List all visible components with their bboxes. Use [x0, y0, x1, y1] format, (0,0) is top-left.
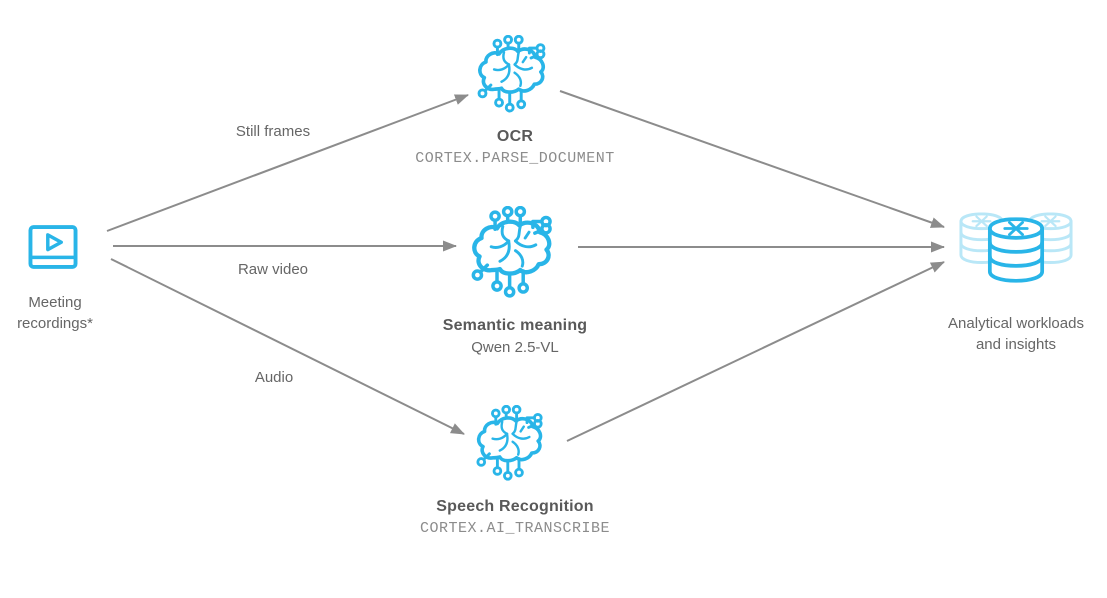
- edge-label-audio: Audio: [254, 369, 294, 386]
- processor-speech-title: Speech Recognition: [436, 498, 594, 515]
- video-player-icon: [28, 225, 78, 269]
- processor-ocr-title: OCR: [496, 128, 534, 145]
- snowflake-database-icon: [958, 206, 1074, 294]
- brain-circuit-icon: [465, 206, 562, 303]
- edge-label-still-frames: Still frames: [235, 123, 311, 140]
- processor-ocr-subtitle: CORTEX.PARSE_DOCUMENT: [415, 150, 615, 167]
- processor-semantic-label: Semantic meaning Qwen 2.5-VL: [365, 317, 665, 356]
- source-label: Meeting recordings*: [17, 294, 93, 332]
- processor-semantic-title: Semantic meaning: [442, 317, 588, 334]
- sink-label: Analytical workloads and insights: [948, 315, 1084, 353]
- processor-ocr-label: OCR CORTEX.PARSE_DOCUMENT: [365, 128, 665, 167]
- brain-circuit-icon: [472, 35, 554, 117]
- processor-semantic-subtitle: Qwen 2.5-VL: [471, 339, 559, 356]
- brain-circuit-icon: [471, 405, 551, 485]
- edge-label-raw-video: Raw video: [237, 261, 309, 278]
- processor-speech-subtitle: CORTEX.AI_TRANSCRIBE: [419, 520, 611, 537]
- processor-speech-label: Speech Recognition CORTEX.AI_TRANSCRIBE: [365, 498, 665, 537]
